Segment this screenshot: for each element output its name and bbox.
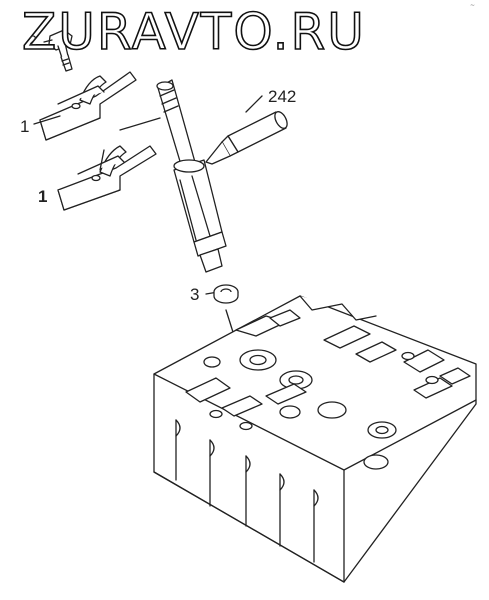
callout-clamp-lower: 1 bbox=[38, 187, 48, 206]
clamp-lower-part bbox=[57, 145, 157, 211]
injector-part bbox=[156, 79, 227, 273]
callout-clamp-upper: 1 bbox=[20, 117, 30, 136]
site-watermark: ZURAVTO.RU bbox=[21, 3, 366, 61]
bolt-part bbox=[48, 29, 73, 72]
clamp-upper-part bbox=[39, 71, 137, 141]
cylinder-head-part bbox=[153, 295, 477, 583]
callout-washer: 3 bbox=[190, 285, 200, 304]
callout-bolt: 2 bbox=[29, 32, 37, 48]
washer-part bbox=[213, 284, 239, 304]
sealant-tube-part bbox=[205, 111, 288, 165]
callout-sealant: 242 bbox=[268, 87, 297, 106]
corner-mark: ~ bbox=[470, 2, 476, 9]
